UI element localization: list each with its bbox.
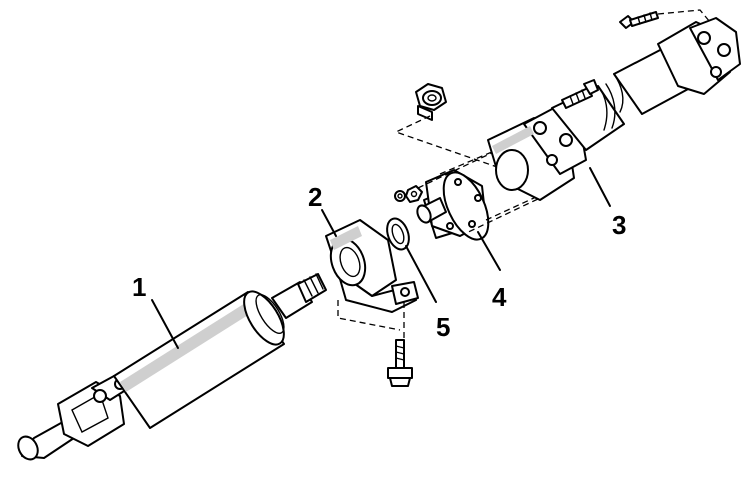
snap-ring	[386, 217, 410, 251]
flange-nut-washer	[394, 185, 423, 203]
callout-5: 5	[436, 312, 450, 342]
callout-2: 2	[308, 182, 322, 212]
center-yoke-bolt	[561, 79, 599, 109]
lock-nut	[415, 83, 447, 121]
rear-yoke-bolt-guide-line	[657, 9, 711, 23]
callout-3: 3	[612, 210, 626, 240]
companion-flange	[416, 169, 490, 241]
rear-yoke-bolt	[619, 11, 659, 29]
callout-labels: 1 2 3 4 5	[132, 182, 626, 342]
front-propeller-shaft	[17, 273, 327, 461]
callout-4: 4	[492, 282, 507, 312]
center-bearing-support	[325, 219, 419, 313]
rear-propeller-shaft	[487, 17, 741, 201]
bracket-bolt-guide-lines	[337, 300, 405, 340]
bracket-bolt	[387, 339, 413, 387]
lock-nut-guide-line	[394, 115, 501, 169]
callout-1: 1	[132, 272, 146, 302]
callout-leader-lines	[151, 167, 611, 349]
